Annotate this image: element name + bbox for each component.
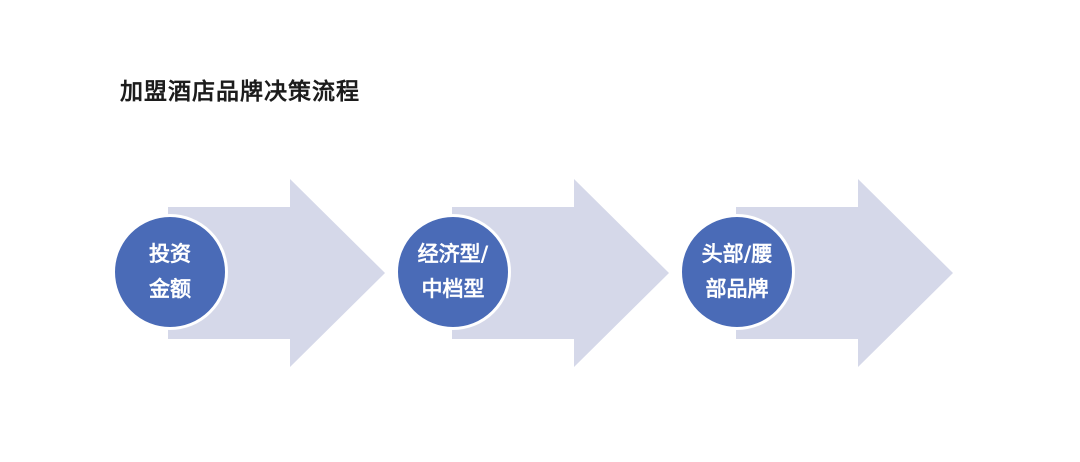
step-label-line: 头部/腰 [701, 242, 773, 266]
page-title: 加盟酒店品牌决策流程 [120, 79, 360, 105]
step-label-line: 中档型 [421, 277, 485, 301]
step-label-line: 经济型/ [417, 242, 489, 266]
process-arrow-1-icon [168, 179, 385, 367]
process-arrow-2-icon [452, 179, 669, 367]
step-label-line: 金额 [149, 277, 191, 301]
step-circle-investment-amount: 投资 金额 [112, 214, 228, 330]
step-label-line: 投资 [149, 242, 191, 266]
step-label-line: 部品牌 [705, 277, 769, 301]
step-circle-economy-midscale: 经济型/ 中档型 [395, 214, 511, 330]
process-arrow-3-icon [736, 179, 953, 367]
step-circle-head-waist-brands: 头部/腰 部品牌 [679, 214, 795, 330]
